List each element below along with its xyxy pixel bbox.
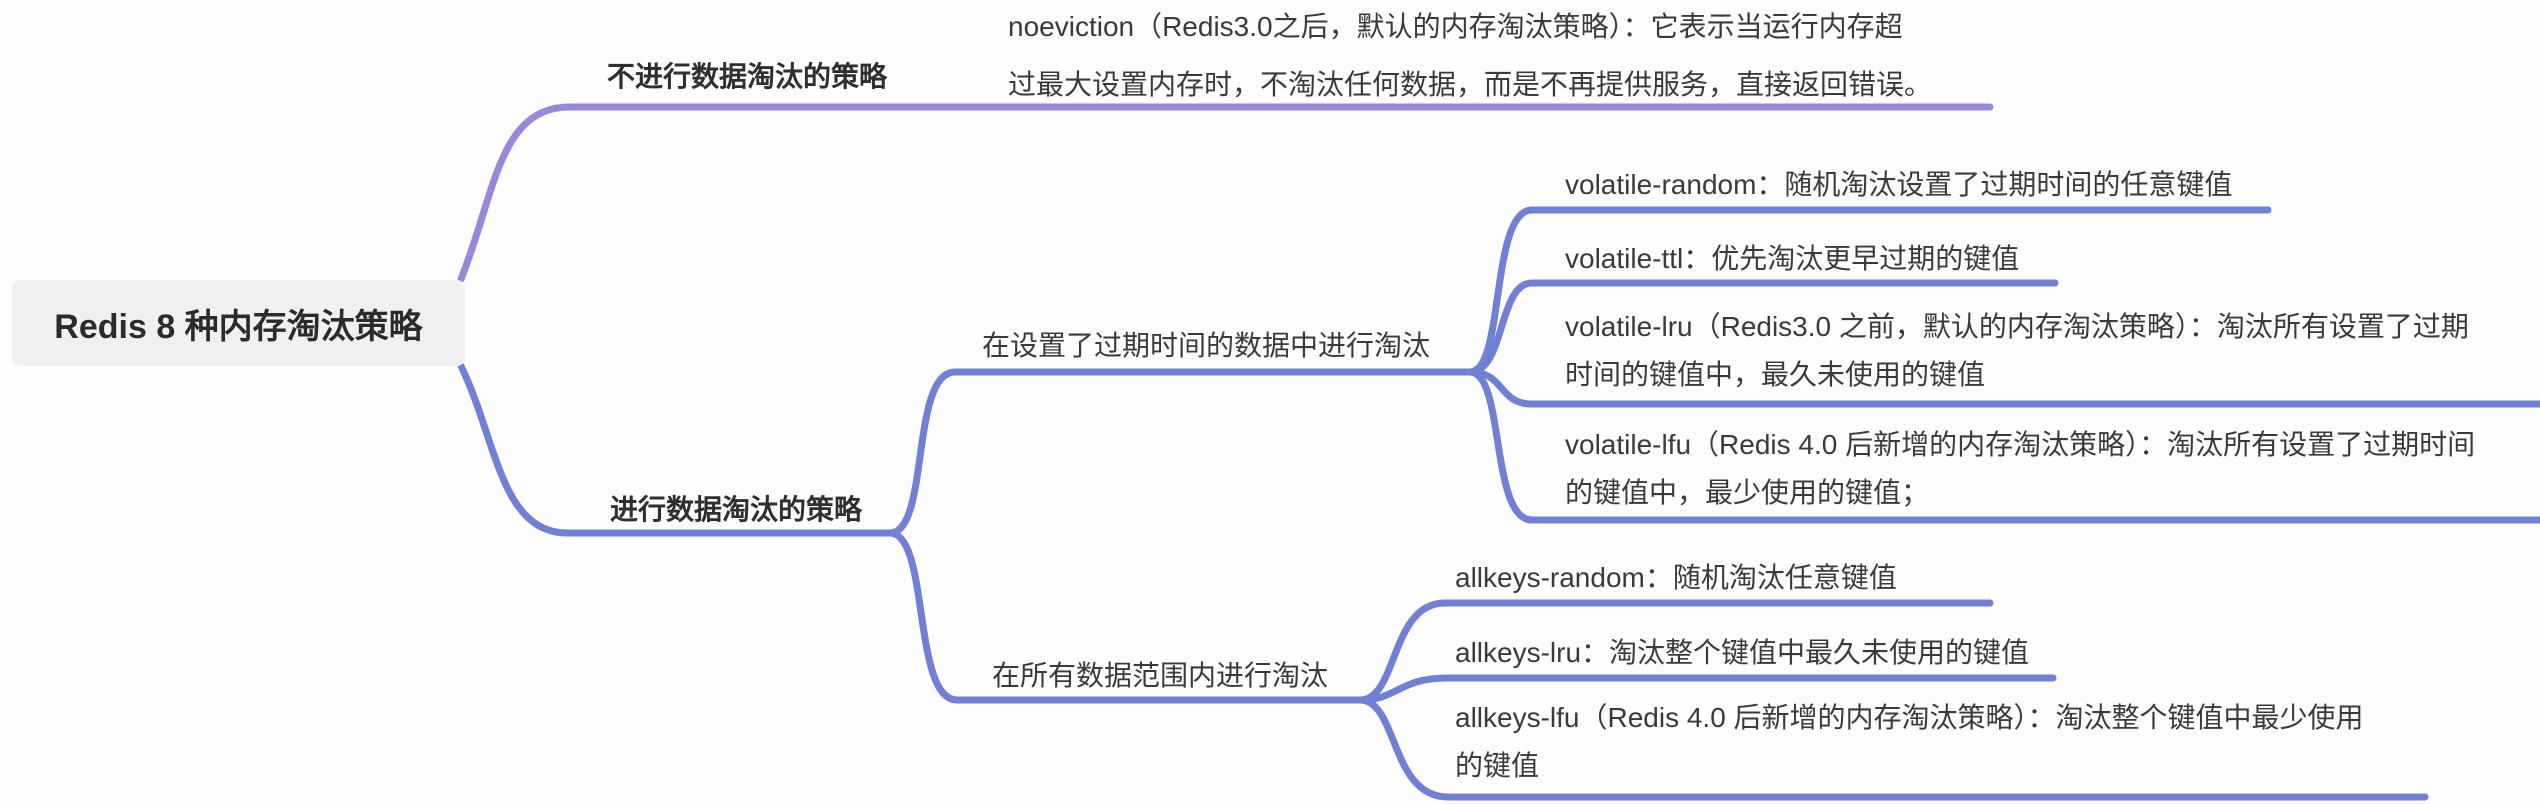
leaf-volatile-lru-line1[interactable]: volatile-lru（Redis3.0 之前，默认的内存淘汰策略）：淘汰所有… <box>1565 311 2469 342</box>
leaf-noeviction-line1[interactable]: noeviction（Redis3.0之后，默认的内存淘汰策略）：它表示当运行内… <box>1008 11 1903 42</box>
leaf-volatile-lru-line2[interactable]: 时间的键值中，最久未使用的键值 <box>1565 359 1986 390</box>
leaf-noeviction-line2[interactable]: 过最大设置内存时，不淘汰任何数据，而是不再提供服务，直接返回错误。 <box>1008 69 1933 100</box>
connector-eviction-to-allkeys-group <box>886 529 1364 704</box>
topic-no-data-eviction[interactable]: 不进行数据淘汰的策略 <box>607 61 888 92</box>
leaf-volatile-random[interactable]: volatile-random：随机淘汰设置了过期时间的任意键值 <box>1565 169 2233 200</box>
connector-eviction-to-volatile-group <box>886 368 1474 537</box>
connector-allkeys-random <box>1356 599 1994 704</box>
leaf-allkeys-lfu-line1[interactable]: allkeys-lfu（Redis 4.0 后新增的内存淘汰策略）：淘汰整个键值… <box>1455 702 2364 733</box>
topic-volatile-scope[interactable]: 在设置了过期时间的数据中进行淘汰 <box>982 330 1431 361</box>
connector-volatile-lfu <box>1466 368 2540 524</box>
leaf-allkeys-lfu-line2[interactable]: 的键值 <box>1455 750 1540 781</box>
topic-data-eviction[interactable]: 进行数据淘汰的策略 <box>610 494 863 525</box>
connector-volatile-ttl <box>1466 279 2059 376</box>
connector-root-to-eviction <box>457 362 894 537</box>
leaf-volatile-lfu-line1[interactable]: volatile-lfu（Redis 4.0 后新增的内存淘汰策略）：淘汰所有设… <box>1565 429 2476 460</box>
connector-root-to-no-eviction <box>457 103 1994 283</box>
leaf-allkeys-random[interactable]: allkeys-random：随机淘汰任意键值 <box>1455 562 1897 593</box>
connector-allkeys-lfu <box>1356 696 2429 801</box>
root-topic[interactable]: Redis 8 种内存淘汰策略 <box>12 280 465 366</box>
topic-allkeys-scope[interactable]: 在所有数据范围内进行淘汰 <box>992 660 1329 691</box>
leaf-volatile-lfu-line2[interactable]: 的键值中，最少使用的键值； <box>1565 477 1930 508</box>
connector-allkeys-lru <box>1356 674 2057 704</box>
connector-volatile-random <box>1466 206 2272 376</box>
leaf-allkeys-lru[interactable]: allkeys-lru：淘汰整个键值中最久未使用的键值 <box>1455 637 2030 668</box>
leaf-volatile-ttl[interactable]: volatile-ttl：优先淘汰更早过期的键值 <box>1565 243 2020 274</box>
